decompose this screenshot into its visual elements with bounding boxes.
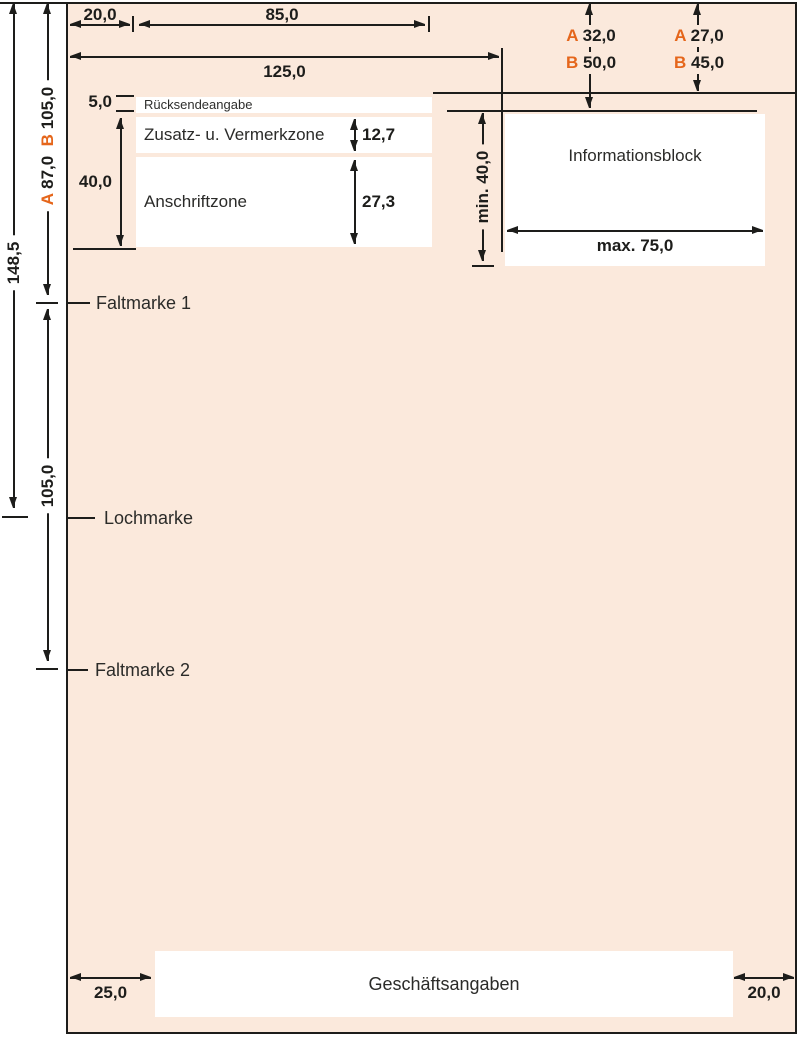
arrowhead-up-icon: [9, 3, 17, 14]
dimension-line-25: [70, 977, 151, 979]
zusatz-vermerkzone-label: Zusatz- u. Vermerkzone: [144, 125, 325, 144]
infoblock-bottom-tick: [472, 265, 494, 267]
zusatz-vermerkzone: Zusatz- u. Vermerkzone: [136, 117, 432, 153]
arrowhead-up-icon: [478, 113, 486, 124]
dimension-label-a32: A 32,0: [562, 25, 620, 47]
arrowhead-down-icon: [116, 235, 124, 246]
fold1-outer-tick: [36, 302, 58, 304]
arrowhead-up-icon: [116, 118, 124, 129]
dimension-line-85: [139, 24, 425, 26]
dimension-tick: [428, 16, 430, 32]
arrowhead-left-icon: [70, 20, 81, 28]
ruecksendeangabe-zone: Rücksendeangabe: [136, 97, 432, 113]
arrowhead-left-icon: [507, 226, 518, 234]
offset-tick-top: [116, 95, 134, 97]
dimension-label-125: 125,0: [263, 62, 306, 81]
dimension-label-max-75: max. 75,0: [596, 236, 674, 255]
anschriftzone: Anschriftzone: [136, 157, 432, 247]
dimension-label-85: 85,0: [265, 5, 299, 24]
reference-line-125: [501, 48, 503, 252]
dimension-line-20: [70, 24, 130, 26]
dimension-tick: [132, 16, 134, 32]
arrowhead-right-icon: [752, 226, 763, 234]
arrowhead-up-icon: [693, 4, 701, 15]
dimension-line-125: [70, 56, 499, 58]
fold2-outer-tick: [36, 668, 58, 670]
ruecksendeangabe-label: Rücksendeangabe: [144, 97, 253, 112]
dimension-label-27-3: 27,3: [362, 192, 396, 211]
arrowhead-down-icon: [693, 80, 701, 91]
reference-line-variant-b: [447, 110, 757, 112]
arrowhead-up-icon: [350, 119, 358, 130]
reference-line-variant-a: [433, 92, 795, 94]
arrowhead-left-icon: [734, 973, 745, 981]
fold-mark-2-label: Faltmarke 2: [95, 660, 191, 680]
dimension-label-20: 20,0: [83, 5, 117, 24]
fold-mark-1-tick: [68, 302, 90, 304]
arrowhead-up-icon: [585, 4, 593, 15]
arrowhead-up-icon: [43, 309, 51, 320]
dimension-label-40: 40,0: [78, 172, 112, 191]
arrowhead-down-icon: [350, 140, 358, 151]
arrowhead-left-icon: [70, 973, 81, 981]
hole-mark-outer-tick: [2, 516, 28, 518]
geschaeftsangaben-zone: Geschäftsangaben: [155, 951, 733, 1017]
dimension-label-b50: B 50,0: [561, 52, 621, 74]
arrowhead-right-icon: [140, 973, 151, 981]
dimension-label-12-7: 12,7: [362, 125, 396, 144]
address-zone-bottom-tick: [73, 248, 136, 250]
arrowhead-up-icon: [350, 160, 358, 171]
arrowhead-right-icon: [414, 20, 425, 28]
arrowhead-down-icon: [350, 233, 358, 244]
informationsblock-label: Informationsblock: [568, 146, 702, 165]
hole-mark-label: Lochmarke: [104, 508, 194, 528]
arrowhead-down-icon: [478, 250, 486, 261]
arrowhead-left-icon: [139, 20, 150, 28]
arrowhead-down-icon: [585, 97, 593, 108]
dimension-line-max-75: [507, 230, 763, 232]
dimension-line-40: [120, 118, 122, 246]
hole-mark-tick: [68, 517, 95, 519]
arrowhead-down-icon: [9, 497, 17, 508]
dimension-label-b45: B 45,0: [669, 52, 729, 74]
arrowhead-up-icon: [43, 3, 51, 14]
dimension-label-25: 25,0: [93, 983, 128, 1002]
dimension-label-min-40: min. 40,0: [470, 144, 496, 230]
fold-mark-1-label: Faltmarke 1: [96, 293, 192, 313]
top-extension-line: [0, 2, 66, 4]
dimension-line-27-3: [354, 160, 356, 244]
dimension-label-fold-span: 105,0: [35, 458, 61, 514]
arrowhead-right-icon: [488, 52, 499, 60]
arrowhead-right-icon: [119, 20, 130, 28]
geschaeftsangaben-label: Geschäftsangaben: [368, 974, 520, 994]
dimension-line-12-7: [354, 119, 356, 151]
dimension-line-info-right: [697, 4, 699, 91]
arrowhead-right-icon: [783, 973, 794, 981]
arrowhead-down-icon: [43, 284, 51, 295]
fold-mark-2-tick: [68, 669, 88, 671]
dimension-label-5: 5,0: [88, 92, 112, 111]
dimension-label-20-right: 20,0: [747, 983, 781, 1002]
dimension-line-20-right: [734, 977, 794, 979]
dimension-label-a27: A 27,0: [670, 25, 728, 47]
dimension-label-148-5: 148,5: [1, 235, 27, 291]
offset-tick-bottom: [116, 110, 134, 112]
arrowhead-down-icon: [43, 650, 51, 661]
arrowhead-left-icon: [70, 52, 81, 60]
informationsblock-zone: Informationsblock: [505, 114, 765, 266]
dimension-label-fold1: A 87,0 B 105,0: [35, 80, 61, 212]
anschriftzone-label: Anschriftzone: [144, 192, 247, 211]
